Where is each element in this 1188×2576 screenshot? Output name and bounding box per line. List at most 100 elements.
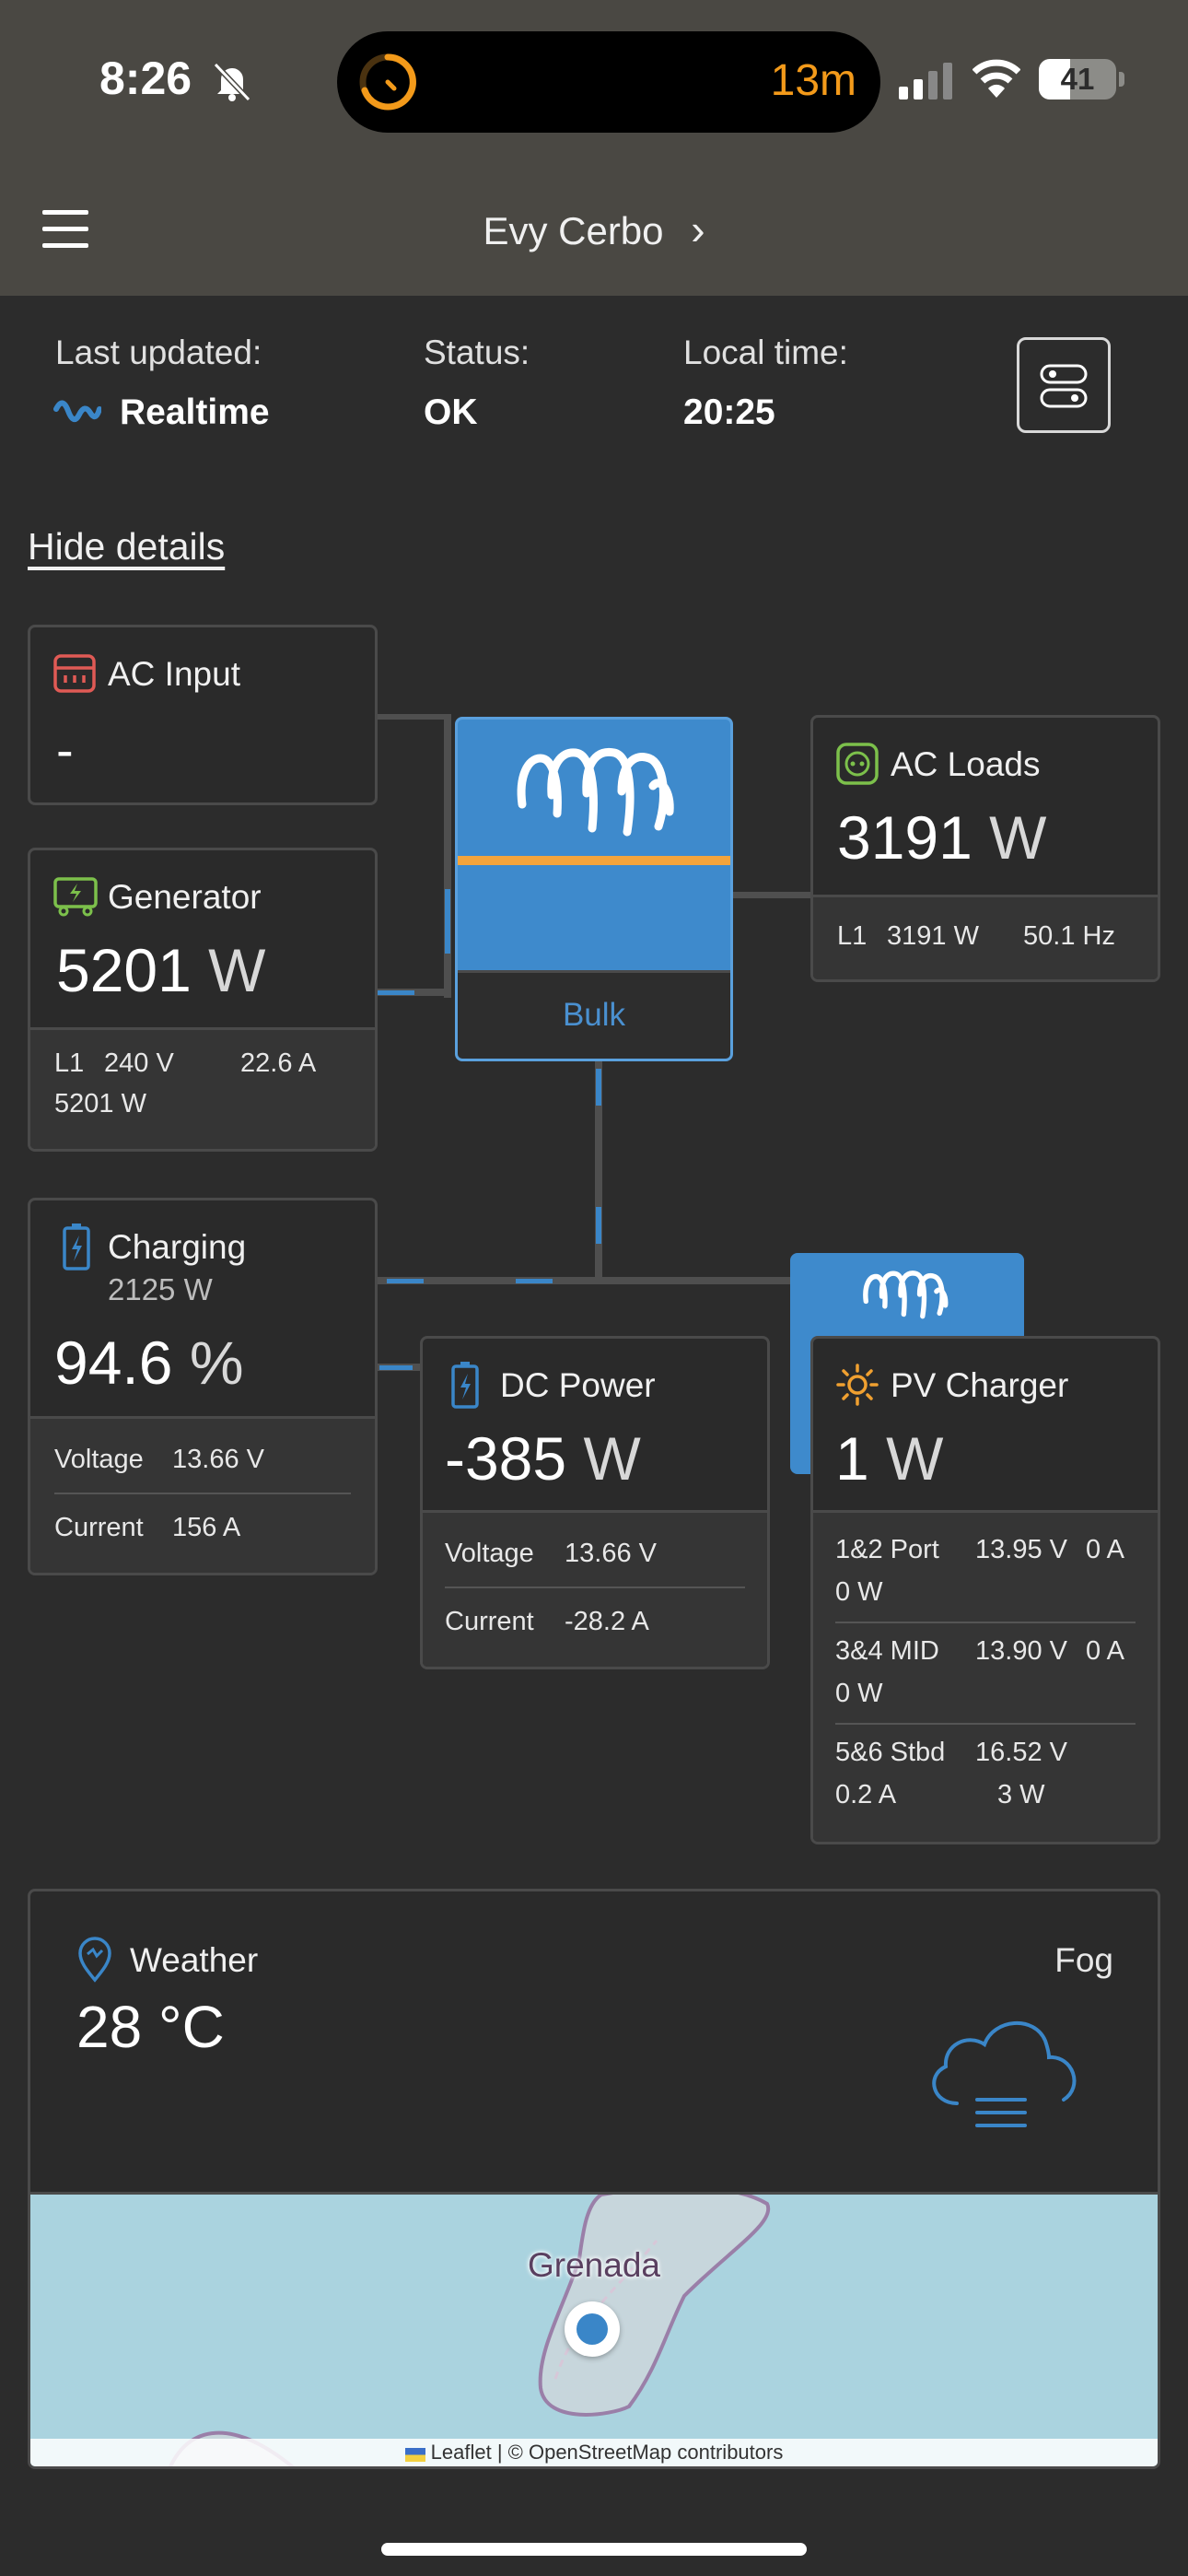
pv-charger-power: 1 W xyxy=(835,1423,943,1493)
generator-voltage: 240 V xyxy=(104,1048,174,1078)
hamburger-menu-icon[interactable] xyxy=(42,210,90,249)
battery-indicator: 41 xyxy=(1039,59,1116,100)
ac-loads-power: 3191 W xyxy=(837,802,1046,872)
pv-row-power: 3 W xyxy=(997,1780,1045,1809)
dynamic-island[interactable]: 13m xyxy=(337,31,880,133)
ac-input-value: - xyxy=(56,720,74,779)
map-attribution[interactable]: Leaflet | © OpenStreetMap contributors xyxy=(430,2441,784,2464)
inverter-accent-bar xyxy=(458,856,730,865)
battery-charging-icon xyxy=(63,1224,90,1270)
weather-condition: Fog xyxy=(1054,1941,1113,1979)
generator-power: 5201 W xyxy=(56,935,265,1005)
home-indicator[interactable] xyxy=(381,2543,807,2556)
last-updated-label: Last updated: xyxy=(55,334,262,371)
generator-power-value: 5201 xyxy=(56,936,192,1004)
ac-loads-card[interactable]: AC Loads 3191 W L1 3191 W 50.1 Hz xyxy=(810,715,1160,982)
divider xyxy=(835,1723,1136,1725)
ukraine-flag-icon xyxy=(404,2448,425,2463)
device-selector[interactable]: Evy Cerbo › xyxy=(0,205,1188,254)
hide-details-link[interactable]: Hide details xyxy=(28,525,226,568)
battery-soc-unit: % xyxy=(189,1329,244,1397)
divider xyxy=(445,1587,745,1588)
wire-flow-segment xyxy=(596,1207,601,1244)
pv-row-name: 1&2 Port xyxy=(835,1535,939,1564)
pv-row-power: 0 W xyxy=(835,1577,883,1607)
generator-icon xyxy=(53,877,98,917)
ac-loads-title: AC Loads xyxy=(891,745,1041,783)
location-pin-icon xyxy=(78,1937,111,1983)
dc-current-label: Current xyxy=(445,1607,534,1636)
battery-icon xyxy=(451,1362,479,1409)
chevron-right-icon: › xyxy=(691,205,705,253)
pv-row-power: 0 W xyxy=(835,1679,883,1708)
cellular-signal-icon xyxy=(899,63,952,100)
pv-row-current: 0.2 A xyxy=(835,1780,897,1809)
status-time: 8:26 xyxy=(99,53,192,104)
pv-row-current: 0 A xyxy=(1086,1636,1124,1666)
pv-charger-power-unit: W xyxy=(886,1424,944,1493)
status-label: Status: xyxy=(424,334,530,371)
ac-loads-power-value: 3191 xyxy=(837,803,973,872)
local-time-value: 20:25 xyxy=(683,392,775,432)
pv-row-name: 3&4 MID xyxy=(835,1636,939,1666)
generator-current: 22.6 A xyxy=(240,1048,317,1078)
battery-details: Voltage 13.66 V Current 156 A xyxy=(30,1416,375,1573)
timer-ring-icon xyxy=(359,53,416,111)
battery-card[interactable]: Charging 2125 W 94.6 % Voltage 13.66 V C… xyxy=(28,1198,378,1575)
ac-input-card[interactable]: AC Input - xyxy=(28,625,378,805)
generator-phase-power: 5201 W xyxy=(54,1089,146,1118)
toggles-icon xyxy=(1040,364,1088,408)
battery-current: 156 A xyxy=(172,1513,241,1542)
map-place-label: Grenada xyxy=(528,2246,660,2284)
ac-input-title: AC Input xyxy=(108,655,240,693)
wire-flow-segment xyxy=(387,1279,424,1283)
toggle-view-button[interactable] xyxy=(1017,337,1111,433)
dc-voltage-label: Voltage xyxy=(445,1539,534,1568)
wire-dc-bus xyxy=(376,1277,790,1284)
wire-flow-segment xyxy=(445,889,450,954)
dc-power-title: DC Power xyxy=(500,1366,656,1404)
socket-icon xyxy=(836,743,879,785)
inverter-card[interactable]: Bulk xyxy=(455,717,733,1061)
battery-cap xyxy=(1119,72,1124,87)
inverter-state: Bulk xyxy=(562,997,626,1033)
pv-charger-card[interactable]: PV Charger 1 W 1&2 Port 13.95 V 0 A 0 W … xyxy=(810,1336,1160,1844)
realtime-wave-icon xyxy=(53,400,101,423)
ac-loads-power-unit: W xyxy=(989,803,1047,872)
wifi-icon xyxy=(973,59,1020,98)
location-map[interactable]: Grenada Leaflet | © OpenStreetMap contri… xyxy=(30,2192,1158,2466)
weather-card[interactable]: Weather Fog 28 °C Grenada Leaflet | © Op… xyxy=(28,1889,1160,2469)
wire-vertical-left xyxy=(444,714,451,998)
dc-power-value: -385 xyxy=(445,1424,567,1493)
weather-temperature: 28 °C xyxy=(76,1994,225,2060)
silent-bell-icon xyxy=(213,62,251,102)
pv-charger-title: PV Charger xyxy=(891,1366,1069,1404)
dc-power-unit: W xyxy=(583,1424,641,1493)
victron-logo-icon xyxy=(517,747,674,837)
generator-card[interactable]: Generator 5201 W L1 240 V 22.6 A 5201 W xyxy=(28,848,378,1152)
sun-icon xyxy=(836,1364,879,1406)
wire-acloads xyxy=(729,892,812,898)
pv-row-voltage: 13.95 V xyxy=(975,1535,1067,1564)
status-value: OK xyxy=(424,392,478,432)
divider xyxy=(54,1493,351,1494)
dc-power-card[interactable]: DC Power -385 W Voltage 13.66 V Current … xyxy=(420,1336,770,1669)
battery-voltage-label: Voltage xyxy=(54,1445,144,1474)
battery-soc-value: 94.6 xyxy=(54,1329,173,1397)
weather-title: Weather xyxy=(130,1941,259,1979)
app-header: Evy Cerbo › xyxy=(0,166,1188,296)
battery-current-label: Current xyxy=(54,1513,144,1542)
island-outline xyxy=(538,2195,771,2417)
pv-row-name: 5&6 Stbd xyxy=(835,1738,946,1767)
battery-voltage: 13.66 V xyxy=(172,1445,264,1474)
inverter-state-panel: Bulk xyxy=(458,970,730,1059)
fog-cloud-icon xyxy=(932,2020,1077,2127)
wire-inverter-dc xyxy=(595,1058,602,1283)
ac-input-icon xyxy=(53,654,96,693)
wire-flow-segment xyxy=(379,1365,413,1370)
ac-loads-phase-power: 3191 W xyxy=(887,921,979,951)
status-bar: 8:26 13m 41 xyxy=(0,0,1188,166)
wire-flow-segment xyxy=(378,990,414,995)
pv-charger-details: 1&2 Port 13.95 V 0 A 0 W 3&4 MID 13.90 V… xyxy=(813,1510,1158,1842)
location-marker[interactable] xyxy=(565,2301,620,2357)
